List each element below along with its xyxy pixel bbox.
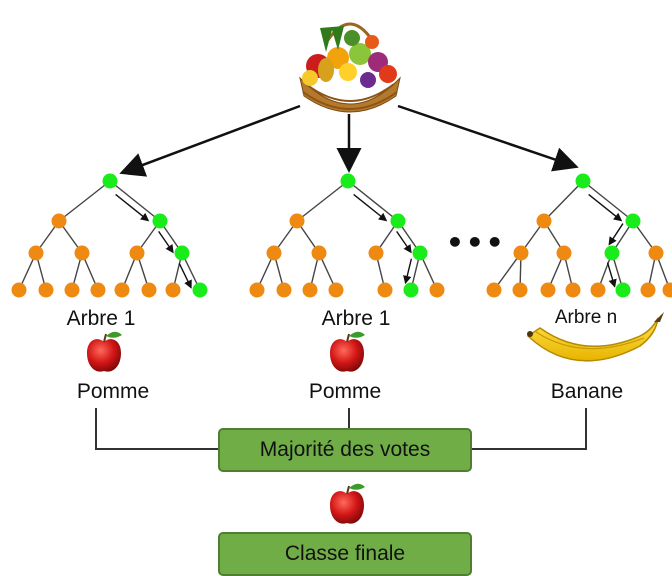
tree-node: [130, 246, 145, 261]
path-arrow: [607, 262, 614, 286]
tree-node: [166, 283, 181, 298]
apple-icon: [330, 484, 365, 524]
fruit-basket-icon: [300, 24, 400, 112]
tree-node: [649, 246, 664, 261]
tree-node: [591, 283, 606, 298]
final-class-box: Classe finale: [218, 532, 472, 576]
decision-tree-1: [12, 174, 208, 298]
tree-node: [303, 283, 318, 298]
tree-node-active: [605, 246, 620, 261]
tree-edges: [19, 181, 200, 290]
connector-left: [96, 408, 218, 449]
tree-node: [12, 283, 27, 298]
path-arrow: [406, 259, 412, 283]
path-arrow: [609, 224, 623, 245]
arrow-to-tree-3: [398, 106, 574, 166]
tree-node-active: [103, 174, 118, 189]
tree-node-active: [404, 283, 419, 298]
tree-node: [329, 283, 344, 298]
tree-1-label: Arbre 1: [67, 307, 136, 331]
tree-node-active: [576, 174, 591, 189]
root-arrows: [124, 106, 574, 172]
tree-node: [663, 283, 672, 298]
tree-node: [430, 283, 445, 298]
tree-node: [557, 246, 572, 261]
decision-tree-3: [487, 174, 672, 298]
path-arrow: [159, 231, 173, 252]
tree-node: [641, 283, 656, 298]
tree-node: [142, 283, 157, 298]
tree-node: [52, 214, 67, 229]
tree-nodes: [12, 174, 208, 298]
tree-node: [277, 283, 292, 298]
tree-node: [250, 283, 265, 298]
path-arrow: [397, 231, 411, 252]
tree-node: [514, 246, 529, 261]
connector-right: [472, 408, 586, 449]
trees-layer: [12, 174, 672, 298]
tree-node: [290, 214, 305, 229]
tree-node: [487, 283, 502, 298]
tree-node-active: [153, 214, 168, 229]
tree-node: [537, 214, 552, 229]
tree-n-prediction: Banane: [551, 380, 623, 404]
tree-2-prediction: Pomme: [309, 380, 381, 404]
tree-edges: [494, 181, 670, 290]
tree-node: [267, 246, 282, 261]
apple-icon: [87, 332, 122, 372]
decision-tree-2: [250, 174, 445, 298]
tree-node: [312, 246, 327, 261]
tree-node: [29, 246, 44, 261]
tree-node: [541, 283, 556, 298]
tree-node-active: [193, 283, 208, 298]
tree-node: [75, 246, 90, 261]
tree-nodes: [250, 174, 445, 298]
tree-node: [115, 283, 130, 298]
tree-n-label: Arbre n: [555, 307, 617, 329]
majority-vote-box: Majorité des votes: [218, 428, 472, 472]
tree-node-active: [175, 246, 190, 261]
tree-node: [369, 246, 384, 261]
tree-node: [566, 283, 581, 298]
tree-node-active: [341, 174, 356, 189]
apple-icon: [330, 332, 365, 372]
tree-2-label: Arbre 1: [322, 307, 391, 331]
tree-1-prediction: Pomme: [77, 380, 149, 404]
tree-edges: [257, 181, 437, 290]
arrow-to-tree-1: [124, 106, 300, 172]
tree-node-active: [616, 283, 631, 298]
tree-node-active: [413, 246, 428, 261]
tree-node-active: [626, 214, 641, 229]
path-arrows: [116, 194, 191, 287]
tree-node: [39, 283, 54, 298]
tree-node: [513, 283, 528, 298]
ellipsis: •••: [446, 226, 506, 259]
tree-node: [91, 283, 106, 298]
tree-node: [378, 283, 393, 298]
tree-node-active: [391, 214, 406, 229]
tree-node: [65, 283, 80, 298]
